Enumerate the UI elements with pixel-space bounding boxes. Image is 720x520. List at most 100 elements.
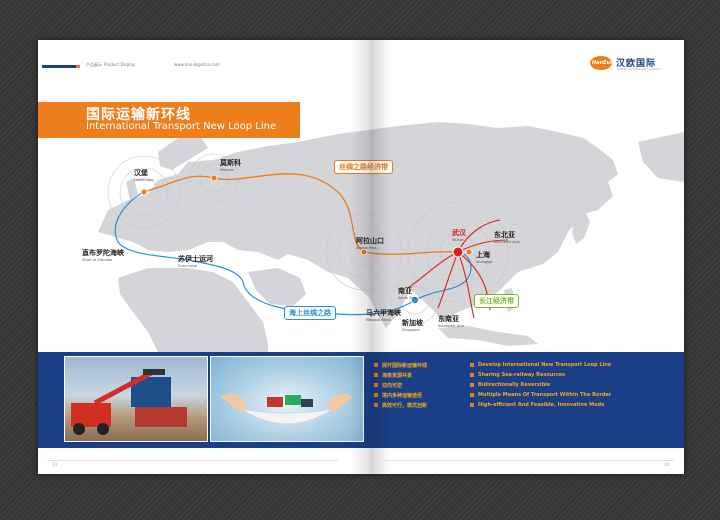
bullet-dot: [374, 403, 378, 407]
hamburg-ring-1: [129, 177, 159, 207]
bullet-dot: [374, 393, 378, 397]
hamburg-ring-2: [119, 167, 169, 217]
header-section-cn: 产品展示: [86, 62, 102, 67]
info-band: 展开国际新运输环线 海铁资源共享 双向可逆 境内多种运输途径 高效可行，模式创新…: [38, 352, 684, 448]
britain-land: [126, 178, 138, 200]
rail-route-line: [143, 173, 459, 255]
india-land: [368, 278, 408, 328]
mini-container-3: [301, 399, 313, 407]
moscow-dot: [210, 174, 218, 182]
logo-badge: HanEur: [590, 56, 613, 70]
africa-land: [118, 268, 268, 352]
shanghai-dot: [465, 248, 473, 256]
singapore-ring-1: [400, 285, 430, 315]
reach-stacker-body: [71, 403, 111, 427]
photo-container-hands: [210, 356, 364, 442]
photo-container-crane: [64, 356, 208, 442]
arrow-to-south-asia: [407, 251, 459, 289]
header-section-en: Product Display: [104, 62, 136, 67]
alaska-land: [638, 132, 684, 182]
spreader: [143, 369, 165, 375]
hamburg-dot: [140, 188, 148, 196]
tag-yangtze-belt: 长江经济带: [474, 294, 519, 308]
page-title-cn: 国际运输新环线: [86, 107, 191, 123]
reach-stacker-boom: [93, 370, 153, 406]
bullet-cn-item: 海铁资源共享: [374, 370, 427, 380]
bullet-en-item: Multiple Means Of Transport Within The B…: [470, 390, 611, 400]
mini-container-2: [285, 395, 301, 405]
alataw-ring-1: [349, 237, 379, 267]
bullet-cn-item: 双向可逆: [374, 380, 427, 390]
bullet-dot: [374, 363, 378, 367]
company-logo: HanEur 汉欧国际 Wuhan Asia-Europe Logistics: [590, 54, 680, 74]
scandinavia-land: [158, 136, 208, 170]
container-red: [135, 407, 187, 427]
eurasia-land: [98, 122, 618, 322]
bullet-dot: [374, 383, 378, 387]
arrow-to-southeast-asia: [457, 251, 475, 319]
photo-crane-illustration: [71, 369, 187, 435]
photo-hands-illustration: [221, 393, 353, 425]
bullet-cn-item: 境内多种运输途径: [374, 390, 427, 400]
bullet-en-item: Develop International New Transport Loop…: [470, 360, 611, 370]
moscow-ring-1: [199, 163, 229, 193]
indonesia-land: [438, 326, 538, 346]
bullet-list-cn: 展开国际新运输环线 海铁资源共享 双向可逆 境内多种运输途径 高效可行，模式创新: [374, 360, 427, 410]
page-number-right: 14: [664, 462, 670, 467]
header-accent-mark: [76, 65, 80, 68]
bullet-dot: [470, 403, 474, 407]
bullet-dot: [470, 383, 474, 387]
alataw-ring-3: [325, 213, 403, 291]
page-title-en: International Transport New Loop Line: [86, 121, 277, 132]
footer-rule-right: [384, 460, 674, 461]
world-map: [98, 122, 684, 352]
arrow-to-south-asia-2: [437, 251, 459, 309]
wheel-1: [73, 423, 85, 435]
tag-silk-road-belt: 丝绸之路经济带: [334, 160, 393, 174]
hand-left: [221, 393, 247, 413]
bullet-en-item: Sharing Sea-railway Resources: [470, 370, 611, 380]
bullet-cn-item: 展开国际新运输环线: [374, 360, 427, 370]
bullet-en-item: Bidirectionally Reversible: [470, 380, 611, 390]
bullet-list-en: Develop International New Transport Loop…: [470, 360, 611, 410]
logo-name-cn: 汉欧国际: [616, 59, 657, 69]
wheel-2: [97, 423, 109, 435]
alataw-dot: [360, 248, 368, 256]
bullet-en-item: High-efficient And Feasible, Innovative …: [470, 400, 611, 410]
mini-container-1: [267, 397, 283, 407]
logo-name-en: Wuhan Asia-Europe Logistics: [617, 67, 661, 71]
white-bowl: [240, 408, 334, 425]
logo-badge-text: HanEur: [592, 60, 613, 66]
sea-route-line: [114, 191, 472, 316]
title-banner: [38, 102, 300, 138]
moscow-ring-2: [189, 153, 239, 203]
land-masses: [98, 122, 684, 352]
bullet-cn-item: 高效可行，模式创新: [374, 400, 427, 410]
bullet-dot: [470, 363, 474, 367]
japan-land: [572, 208, 590, 244]
header-website: www.han-logistics.com: [174, 62, 220, 67]
page-number-left: 13: [52, 462, 58, 467]
singapore-ring-2: [390, 275, 440, 325]
alataw-ring-2: [337, 225, 391, 279]
tag-maritime-silk-road: 海上丝绸之路: [284, 306, 336, 320]
wuhan-ring-3: [407, 201, 509, 303]
header-accent-bar: [42, 65, 76, 68]
hamburg-ring-3: [107, 155, 181, 229]
wuhan-dot: [452, 246, 464, 258]
brochure-spread: 产品展示 Product Display www.han-logistics.c…: [38, 40, 684, 474]
bullet-dot: [470, 393, 474, 397]
